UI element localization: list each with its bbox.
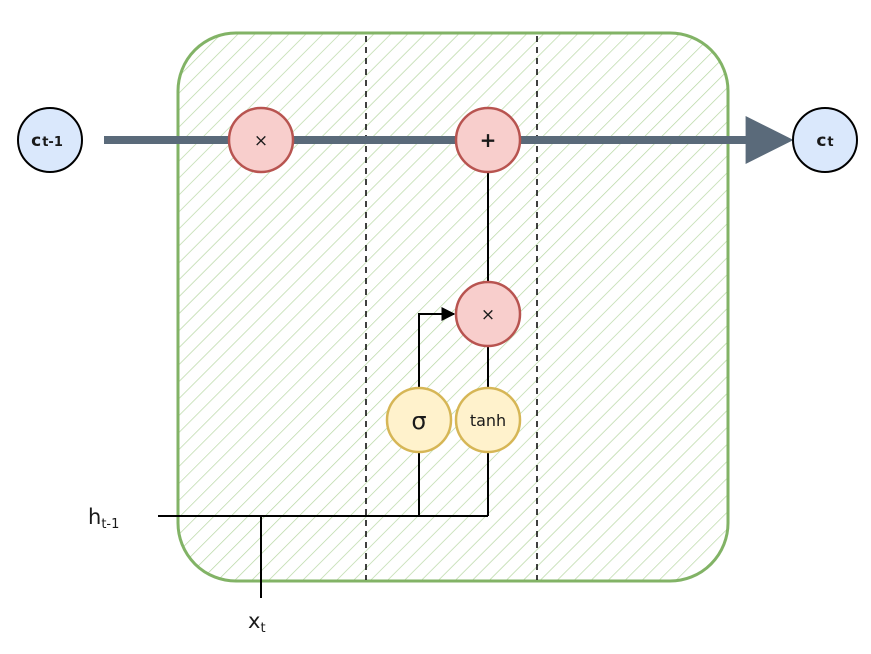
sigmoid-gate-node: σ [385, 386, 453, 454]
multiply-icon: × [254, 131, 268, 151]
c-next-main: c [816, 131, 826, 151]
svg-text:ct-1: ct-1 [31, 131, 63, 151]
h-prev-label: ht-1 [88, 505, 119, 532]
c-next-sub: t [827, 135, 833, 150]
c-prev-sub: t-1 [42, 135, 63, 150]
sigma-to-mult-arrow [418, 307, 456, 389]
svg-text:tanh: tanh [470, 411, 506, 430]
svg-text:ct: ct [816, 131, 833, 151]
forget-multiply-node: × [227, 106, 295, 174]
multiply-icon: × [481, 305, 495, 325]
c-next-node: ct [792, 107, 858, 173]
plus-icon: + [480, 128, 497, 152]
c-prev-main: c [31, 131, 41, 151]
tanh-gate-node: tanh [454, 386, 522, 454]
input-multiply-node: × [454, 280, 522, 348]
x-t-label: xt [248, 609, 266, 636]
svg-text:σ: σ [411, 407, 426, 435]
c-prev-node: ct-1 [17, 107, 83, 173]
add-node: + [454, 106, 522, 174]
